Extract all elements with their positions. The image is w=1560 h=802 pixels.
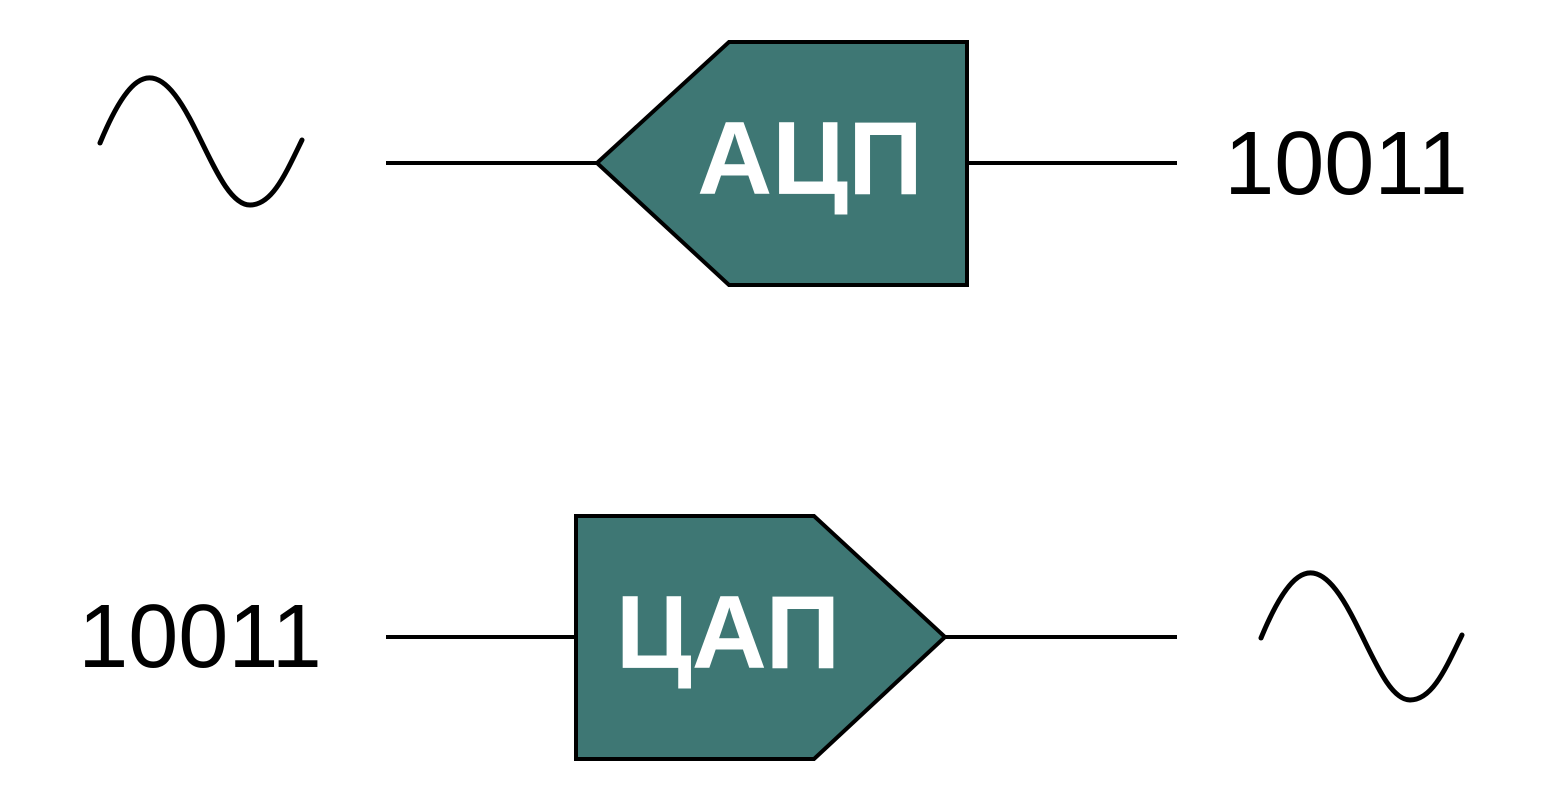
dac-output-sine-icon: [1258, 570, 1465, 703]
adc-label: АЦП: [697, 101, 923, 217]
dac-label: ЦАП: [616, 575, 840, 691]
adc-row: АЦП 10011: [97, 40, 1468, 287]
dac-block: [574, 514, 948, 761]
adc-input-sine-icon: [97, 75, 305, 208]
dac-row: 10011 ЦАП: [78, 514, 1465, 761]
adc-output-code: 10011: [1224, 114, 1468, 214]
dac-input-code: 10011: [78, 587, 322, 687]
